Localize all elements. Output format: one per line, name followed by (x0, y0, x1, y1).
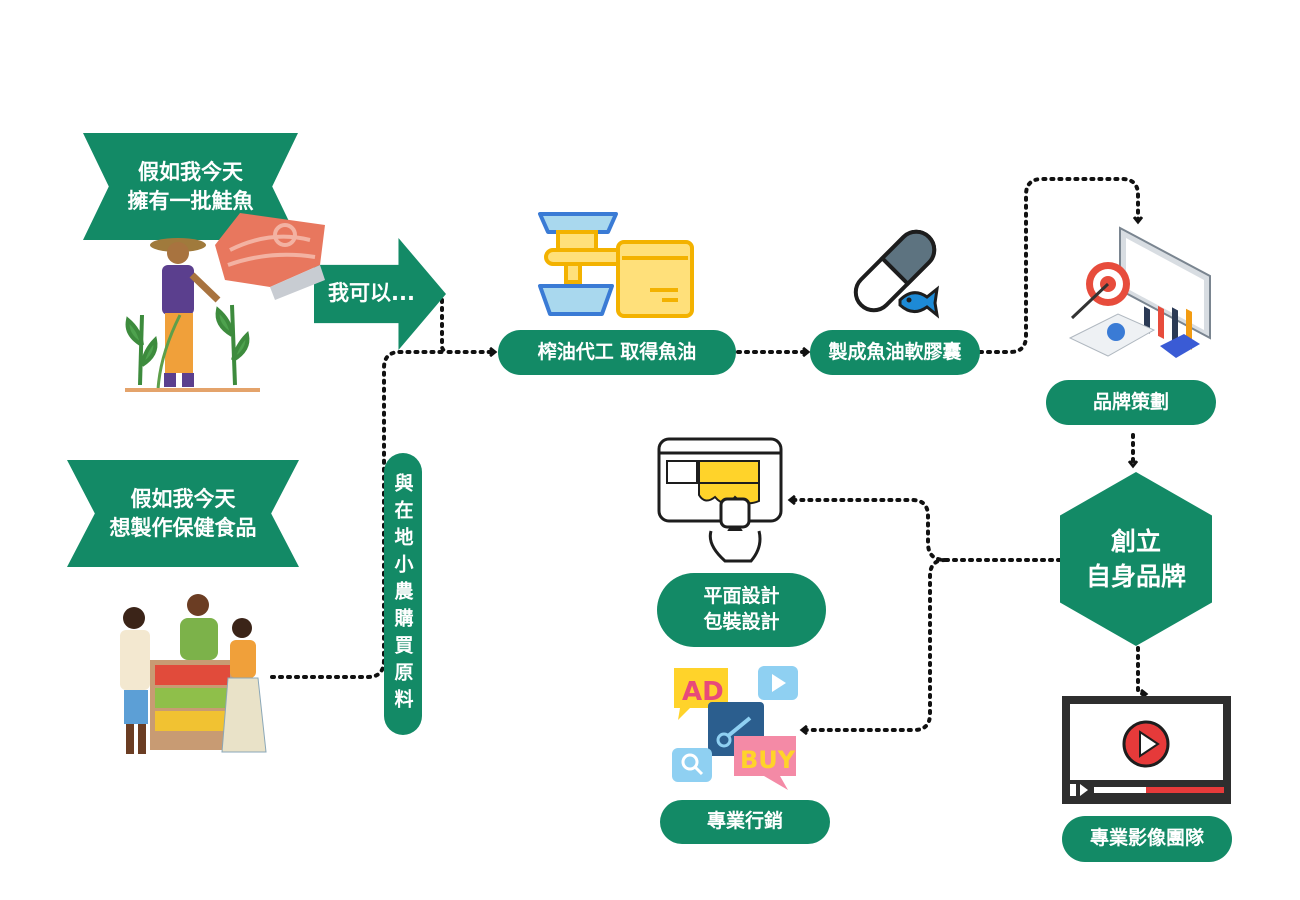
connector-hex-to-marketing (802, 558, 947, 730)
node-design: 平面設計 包裝設計 (657, 573, 826, 647)
node-brand-plan: 品牌策劃 (1046, 380, 1216, 425)
fish-oil-capsule-icon (853, 229, 940, 319)
connector-arrow-to-press (440, 298, 495, 352)
node-oil-press: 榨油代工 取得魚油 (498, 330, 736, 375)
connector-capsule-to-brandplan (978, 177, 1138, 354)
svg-text:BUY: BUY (740, 746, 796, 774)
banner-health-food: 假如我今天 想製作保健食品 (67, 460, 299, 567)
connector-hex-to-video (1136, 646, 1146, 694)
connector-farmer-to-press (270, 350, 444, 679)
marketing-ads-icon: AD BUY (672, 666, 798, 790)
video-player-icon (1062, 696, 1231, 804)
farmer-salmon-icon (125, 213, 325, 392)
node-marketing: 專業行銷 (660, 800, 830, 844)
node-create-brand: 創立 自身品牌 (1060, 472, 1212, 646)
node-video-team: 專業影像團隊 (1062, 816, 1232, 862)
node-capsule: 製成魚油軟膠囊 (810, 330, 980, 375)
oil-press-icon (538, 212, 694, 318)
brand-analytics-icon (1068, 226, 1211, 358)
market-people-icon (120, 594, 267, 754)
label-buy-from-farmers: 與在地小農購買原料 (384, 453, 422, 735)
graphic-design-icon (657, 437, 783, 563)
connector-hex-to-design (790, 500, 1062, 562)
